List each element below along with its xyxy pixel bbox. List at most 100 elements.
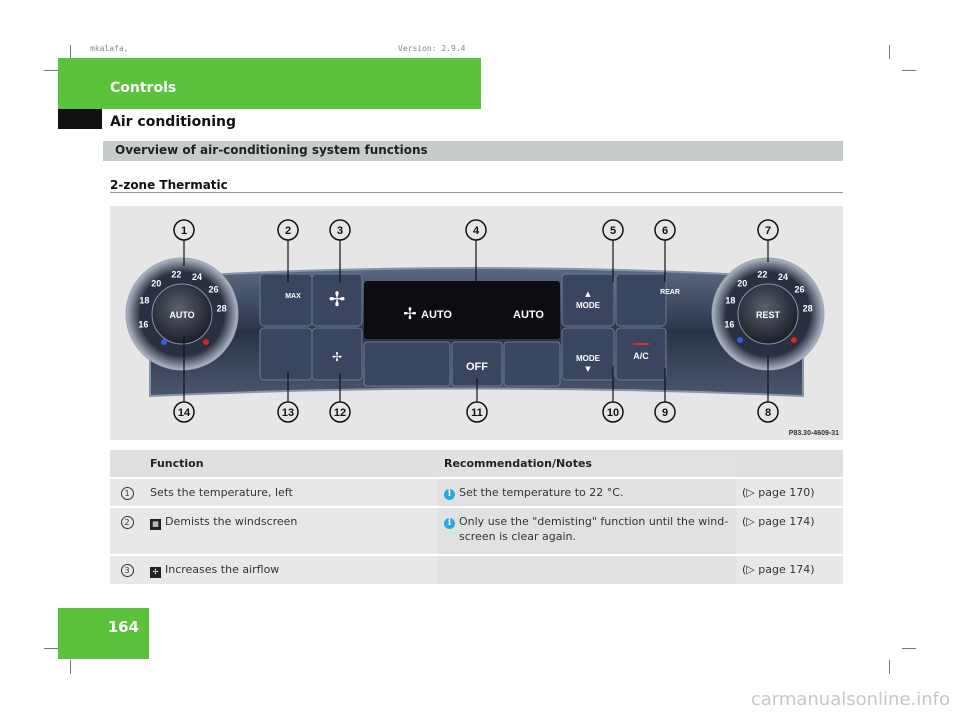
control-panel-illustration: AUTO REST MAX AUTO AUTO MODE MODE REAR O… — [125, 219, 839, 437]
overview-title: Overview of air-conditioning system func… — [115, 143, 428, 157]
crop-mark — [889, 660, 890, 674]
callout-number: 10 — [607, 407, 619, 419]
row-note — [438, 554, 736, 584]
callout-circle — [757, 401, 779, 423]
arrow-down-icon: ▼ — [585, 365, 591, 373]
off-label: OFF — [466, 361, 488, 373]
dial-number: 18 — [725, 295, 735, 305]
dial-number: 28 — [803, 303, 813, 313]
callout-circle — [465, 219, 487, 241]
ac-indicator — [633, 343, 649, 345]
row-ref[interactable]: (▷ page 174) — [736, 506, 843, 555]
callout-circle — [173, 219, 195, 241]
callout-number: 6 — [662, 225, 668, 237]
meta-right: Version: 2.9.4 — [398, 44, 466, 53]
dial-number: 24 — [192, 272, 202, 282]
crop-mark — [70, 660, 71, 674]
dial-number: 28 — [217, 303, 227, 313]
meta-left: mkalafa, — [90, 44, 129, 53]
button-rear-demist — [615, 273, 667, 327]
dial-number: 22 — [757, 269, 767, 279]
crop-mark — [70, 45, 71, 59]
fan-large-icon: ✢ — [329, 287, 346, 311]
chapter-header — [58, 58, 481, 109]
mode-down-label: MODE — [576, 354, 601, 363]
left-auto-knob — [151, 283, 213, 345]
photo-code: P83.30-4609-31 — [789, 430, 839, 437]
header-ref — [736, 450, 843, 478]
callout-number: 7 — [765, 225, 771, 237]
dial-number: 26 — [794, 284, 804, 294]
dial-number: 22 — [171, 269, 181, 279]
dial-number: 16 — [138, 319, 148, 329]
callout-circle — [757, 219, 779, 241]
crop-mark — [44, 648, 58, 649]
row-ref[interactable]: (▷ page 174) — [736, 554, 843, 584]
header-function: Function — [144, 450, 438, 478]
crop-mark — [902, 70, 916, 71]
number-circle: 3 — [120, 564, 134, 577]
callout-number: 11 — [471, 407, 483, 419]
crop-mark — [44, 70, 58, 71]
chapter-title: Controls — [110, 80, 177, 96]
info-icon: i — [444, 518, 455, 529]
dial-number: 18 — [139, 295, 149, 305]
max-label: MAX — [285, 293, 301, 300]
dial-number: 26 — [208, 284, 218, 294]
row-number: 1 — [110, 477, 144, 507]
fan-icon: ✢ — [150, 567, 161, 578]
header-notes: Recommendation/Notes — [438, 450, 736, 478]
dial-number: 20 — [737, 278, 747, 288]
button-blank-right — [503, 341, 561, 387]
dial-number: 24 — [778, 272, 788, 282]
demist-max-icon: ▦ — [150, 519, 161, 530]
callout-circle — [277, 219, 299, 241]
callout-number: 4 — [473, 225, 480, 237]
note-text: Set the temperature to 22 °C. — [459, 486, 624, 499]
callout-circle — [173, 401, 195, 423]
mode-up-label: MODE — [576, 301, 601, 310]
fan-icon: ✢ — [403, 304, 416, 323]
callout-circle — [329, 219, 351, 241]
display-auto-right: AUTO — [513, 309, 544, 321]
page-number-box: 164 — [58, 608, 149, 659]
row-ref[interactable]: (▷ page 170) — [736, 477, 843, 507]
button-mode-down — [561, 327, 615, 381]
function-table: Function Recommendation/Notes 1 Sets the… — [110, 450, 843, 584]
note-text-line1: Only use the "demisting" function until … — [459, 515, 729, 528]
overview-bar: Overview of air-conditioning system func… — [103, 141, 843, 161]
row-function: ▦ Demists the windscreen — [144, 506, 438, 555]
callout-number: 2 — [285, 225, 291, 237]
row-note: i Only use the "demisting" function until… — [438, 506, 736, 555]
cold-dot — [161, 339, 167, 345]
table-row: 3 ✢Increases the airflow (▷ page 174) — [110, 554, 843, 584]
callout-number: 1 — [181, 225, 187, 237]
button-blank-left — [363, 341, 451, 387]
section-tab — [58, 109, 102, 129]
rear-label: REAR — [660, 289, 680, 296]
callout-number: 8 — [765, 407, 771, 419]
button-airflow-up — [311, 273, 363, 327]
callout-number: 3 — [337, 225, 343, 237]
fan-small-icon: ✢ — [332, 350, 342, 364]
number-circle: 1 — [120, 487, 134, 500]
button-mode-up — [561, 273, 615, 327]
info-icon: i — [444, 489, 455, 500]
row-number: 3 — [110, 554, 144, 584]
rest-label: REST — [756, 310, 781, 320]
callout-number: 5 — [610, 225, 616, 237]
right-rest-knob — [737, 283, 799, 345]
crop-mark — [902, 648, 916, 649]
crop-mark — [889, 45, 890, 59]
display-auto-left: AUTO — [421, 309, 452, 321]
callout-number: 13 — [282, 407, 294, 419]
function-text: Demists the windscreen — [165, 515, 298, 528]
header-num — [110, 450, 144, 478]
callout-circle — [329, 401, 351, 423]
callout-circle — [277, 401, 299, 423]
button-ac — [615, 327, 667, 381]
auto-label: AUTO — [169, 310, 194, 320]
callout-number: 14 — [178, 407, 191, 419]
